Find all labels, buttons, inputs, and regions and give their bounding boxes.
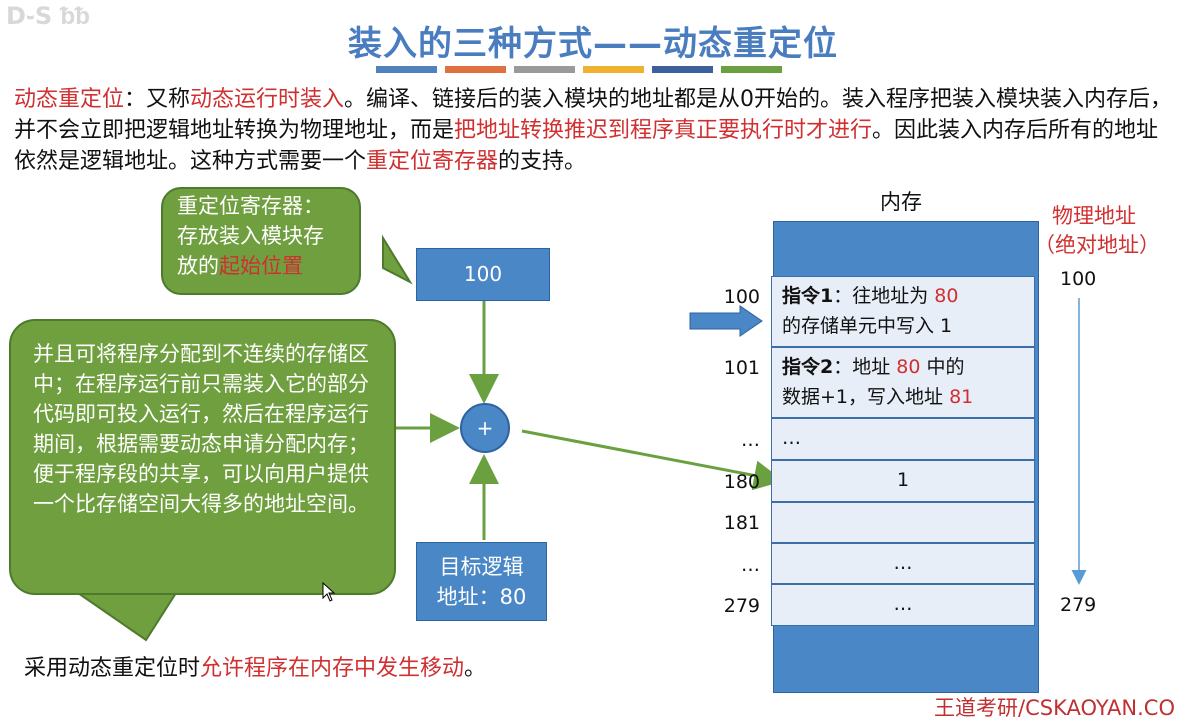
- mem-addr-180: 180: [700, 471, 760, 493]
- reloc-bubble-tail: [383, 238, 410, 282]
- mem-cell-180: 1: [771, 460, 1035, 502]
- reloc-bubble-line2: 存放装入模块存: [177, 221, 347, 251]
- mem-cell-ellipsis-2: …: [771, 543, 1035, 584]
- adder-circle: +: [460, 403, 510, 453]
- allow-move-term: 允许程序在内存中发生移动: [200, 656, 464, 681]
- mem-cell-ellipsis-1: …: [771, 418, 1035, 460]
- phys-addr-label: 物理地址: [1052, 200, 1136, 230]
- mem-addr-101: 101: [700, 357, 760, 379]
- brand-watermark: 王道考研/CSKAOYAN.CO: [934, 692, 1175, 722]
- noncontiguous-bubble: 并且可将程序分配到不连续的存储区中；在程序运行前只需装入它的部分代码即可投入运行…: [9, 319, 396, 595]
- phys-start: 100: [1060, 268, 1096, 290]
- abs-addr-label: （绝对地址）: [1034, 229, 1160, 259]
- start-position-term: 起始位置: [219, 254, 303, 278]
- target-address-box: 目标逻辑 地址：80: [416, 542, 547, 621]
- footer-statement: 采用动态重定位时允许程序在内存中发生移动。: [24, 650, 486, 682]
- phys-end: 279: [1060, 594, 1096, 616]
- mem-addr-181: 181: [700, 512, 760, 534]
- target-line1: 目标逻辑: [417, 552, 546, 582]
- reloc-bubble-line3: 放的起始位置: [177, 251, 347, 281]
- mem-addr-100: 100: [700, 286, 760, 308]
- reloc-register-bubble: 重定位寄存器： 存放装入模块存 放的起始位置: [161, 187, 361, 295]
- memory-label: 内存: [880, 186, 922, 216]
- target-line2: 地址：80: [417, 582, 546, 612]
- mem-cell-100: 指令1：往地址为 80的存储单元中写入 1: [771, 276, 1035, 347]
- mem-addr-279: 279: [700, 595, 760, 617]
- reloc-bubble-line1: 重定位寄存器：: [177, 191, 347, 221]
- mem-cell-279: …: [771, 584, 1035, 626]
- mem-addr-ellipsis-2: …: [700, 554, 760, 576]
- mem-addr-ellipsis-1: …: [700, 429, 760, 451]
- pointer-arrow-icon: [690, 306, 762, 336]
- big-bubble-tail: [78, 593, 176, 640]
- reloc-register-box: 100: [416, 248, 550, 301]
- mem-cell-101: 指令2：地址 80 中的数据+1，写入地址 81: [771, 347, 1035, 418]
- mouse-cursor-icon: [322, 582, 336, 602]
- mem-cell-181: [771, 502, 1035, 543]
